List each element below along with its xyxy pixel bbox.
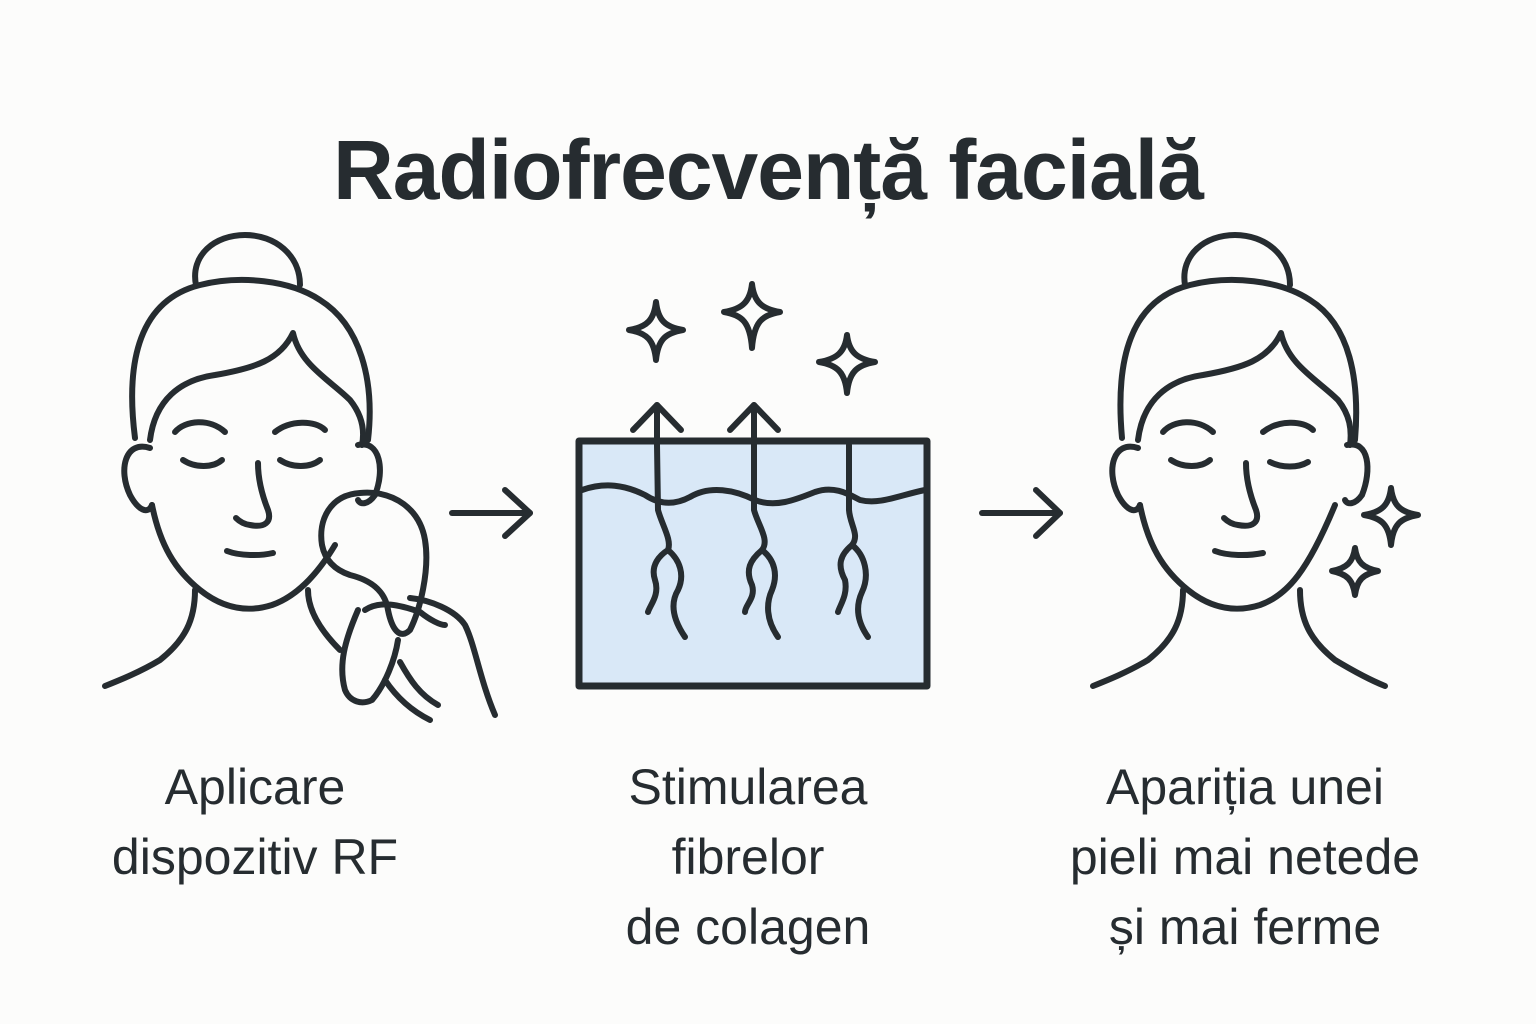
step-caption-collagen-stimulation: Stimularea fibrelor de colagen: [548, 752, 948, 962]
caption-line: dispozitiv RF: [111, 829, 399, 885]
face-with-rf-device-icon: [102, 232, 498, 723]
caption-line: Stimularea: [628, 759, 868, 815]
caption-line: Apariția unei: [1106, 759, 1384, 815]
skin-collagen-stimulation-icon: [575, 281, 931, 690]
caption-line: pieli mai netede: [1069, 829, 1421, 885]
arrow-right-icon: [449, 487, 533, 539]
step-caption-apply-device: Aplicare dispozitiv RF: [55, 752, 455, 892]
radiant-face-icon: [1090, 232, 1421, 689]
caption-line: Aplicare: [164, 759, 346, 815]
caption-line: fibrelor: [671, 829, 825, 885]
caption-line: și mai ferme: [1108, 899, 1382, 955]
step-caption-result: Apariția unei pieli mai netede și mai fe…: [1020, 752, 1470, 962]
diagram-title: Radiofrecvență facială: [333, 123, 1204, 218]
caption-line: de colagen: [625, 899, 871, 955]
arrow-right-icon: [979, 487, 1063, 539]
